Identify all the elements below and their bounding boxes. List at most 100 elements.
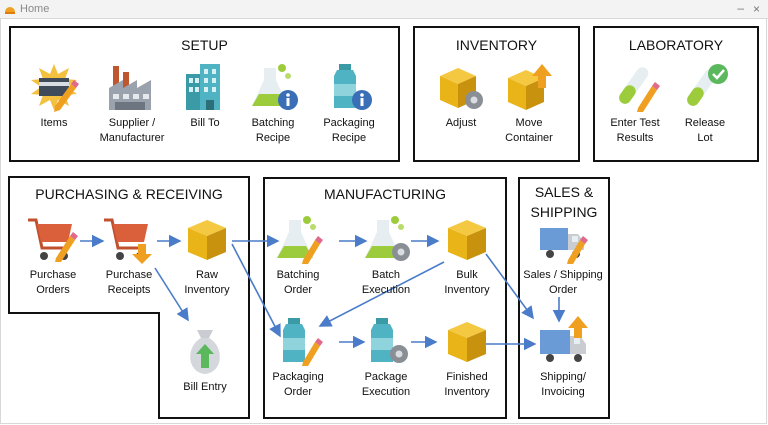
arrow-bulk-to-packaging (318, 261, 445, 327)
package-execution-tile[interactable]: Package Execution (346, 316, 426, 400)
manufacturing-section (263, 177, 507, 419)
bulk-inventory-label-2: Inventory (444, 284, 490, 296)
sales-shipping-order-label-2: Order (548, 284, 578, 296)
laboratory-heading: LABORATORY (628, 37, 724, 53)
truck-up-arrow-icon (540, 316, 588, 362)
laboratory-section (593, 26, 759, 162)
release-lot-label-2: Lot (697, 132, 713, 144)
bill-entry-label: Bill Entry (183, 381, 227, 393)
shipping-invoicing-label-1: Shipping/ (540, 371, 586, 383)
purchase-receipts-tile[interactable]: Purchase Receipts (89, 214, 169, 298)
close-button[interactable]: × (752, 2, 760, 16)
box-icon (448, 220, 486, 260)
items-icon (31, 64, 79, 112)
batch-execution-label-1: Batch (371, 269, 401, 281)
inventory-heading: INVENTORY (455, 37, 538, 53)
purchase-orders-tile[interactable]: Purchase Orders (13, 214, 93, 298)
bottle-gear-icon (371, 318, 408, 363)
cart-down-arrow-icon (104, 218, 152, 264)
finished-inventory-label-1: Finished (446, 371, 488, 383)
enter-test-results-tile[interactable]: Enter Test Results (595, 62, 675, 146)
window-frame (0, 18, 767, 424)
arrow-raw-to-packaging (231, 243, 281, 338)
packaging-order-label-2: Order (283, 386, 313, 398)
setup-section (9, 26, 400, 162)
release-lot-label-1: Release (684, 117, 726, 129)
supplier-manufacturer-tile[interactable]: Supplier / Manufacturer (92, 62, 172, 146)
bill-to-tile[interactable]: Bill To (165, 62, 245, 131)
sales-heading-line1: SALES & (534, 184, 594, 200)
sales-shipping-order-tile[interactable]: Sales / Shipping Order (523, 220, 603, 298)
box-gear-icon (440, 68, 483, 109)
purchase-receipts-label-2: Receipts (107, 284, 151, 296)
test-tube-check-icon (687, 64, 728, 106)
supplier-label-2: Manufacturer (99, 132, 165, 144)
batching-recipe-label-2: Recipe (255, 132, 291, 144)
adjust-label: Adjust (445, 117, 477, 129)
purchasing-heading: PURCHASING & RECEIVING (35, 186, 223, 202)
box-icon (188, 220, 226, 260)
bill-entry-tile[interactable]: Bill Entry (165, 326, 245, 395)
shipping-invoicing-label-2: Invoicing (541, 386, 585, 398)
arrow-bulk-to-shipping (485, 253, 534, 320)
factory-icon (109, 66, 151, 110)
batching-recipe-tile[interactable]: Batching Recipe (233, 62, 313, 146)
finished-inventory-tile[interactable]: Finished Inventory (427, 316, 507, 400)
release-lot-tile[interactable]: Release Lot (665, 62, 745, 146)
packaging-order-label-1: Packaging (272, 371, 324, 383)
manufacturing-heading: MANUFACTURING (323, 186, 447, 202)
items-tile[interactable]: Items (14, 62, 94, 131)
bottle-pencil-icon (283, 318, 323, 366)
sales-shipping-order-label-1: Sales / Shipping (523, 269, 603, 281)
package-execution-label-1: Package (364, 371, 408, 383)
bulk-inventory-tile[interactable]: Bulk Inventory (427, 214, 507, 298)
move-container-tile[interactable]: Move Container (489, 62, 569, 146)
shipping-invoicing-tile[interactable]: Shipping/ Invoicing (523, 316, 603, 400)
test-tube-pencil-icon (619, 67, 660, 112)
batching-recipe-label-1: Batching (251, 117, 295, 129)
purchase-orders-label-2: Orders (36, 284, 70, 296)
sales-heading-line2: SHIPPING (530, 204, 598, 220)
batching-order-tile[interactable]: Batching Order (258, 214, 338, 298)
money-bag-icon (190, 330, 220, 374)
supplier-label-1: Supplier / (108, 117, 156, 129)
batching-order-label-2: Order (283, 284, 313, 296)
box-icon (448, 322, 486, 362)
raw-inventory-tile[interactable]: Raw Inventory (167, 214, 247, 298)
move-container-label-2: Container (505, 132, 553, 144)
purchase-receipts-label-1: Purchase (105, 269, 153, 281)
batching-order-label-1: Batching (276, 269, 320, 281)
truck-pencil-icon (540, 228, 588, 264)
package-execution-label-2: Execution (361, 386, 411, 398)
app-icon (5, 7, 15, 14)
batch-execution-tile[interactable]: Batch Execution (346, 214, 426, 298)
inventory-section (413, 26, 580, 162)
setup-heading: SETUP (181, 37, 228, 53)
bulk-inventory-label-1: Bulk (456, 269, 478, 281)
box-move-icon (508, 64, 552, 110)
items-label: Items (40, 117, 68, 129)
packaging-recipe-label-2: Recipe (331, 132, 367, 144)
cart-pencil-icon (28, 218, 78, 262)
raw-inventory-label-2: Inventory (184, 284, 230, 296)
enter-test-results-label-1: Enter Test (610, 117, 660, 129)
flask-pencil-icon (277, 216, 323, 264)
adjust-tile[interactable]: Adjust (421, 62, 501, 131)
purchase-orders-label-1: Purchase (29, 269, 77, 281)
enter-test-results-label-2: Results (616, 132, 654, 144)
packaging-order-tile[interactable]: Packaging Order (258, 316, 338, 400)
minimize-button[interactable]: – (737, 1, 744, 15)
batch-execution-label-2: Execution (361, 284, 411, 296)
raw-inventory-label-1: Raw (195, 269, 218, 281)
bottle-info-icon (334, 64, 372, 110)
finished-inventory-label-2: Inventory (444, 386, 490, 398)
bill-to-label: Bill To (190, 117, 220, 129)
window-title: Home (20, 3, 50, 15)
arrow-receipts-to-bill (154, 267, 189, 322)
packaging-recipe-label-1: Packaging (323, 117, 375, 129)
flask-gear-icon (365, 216, 410, 261)
flask-info-icon (252, 64, 298, 110)
packaging-recipe-tile[interactable]: Packaging Recipe (309, 62, 389, 146)
